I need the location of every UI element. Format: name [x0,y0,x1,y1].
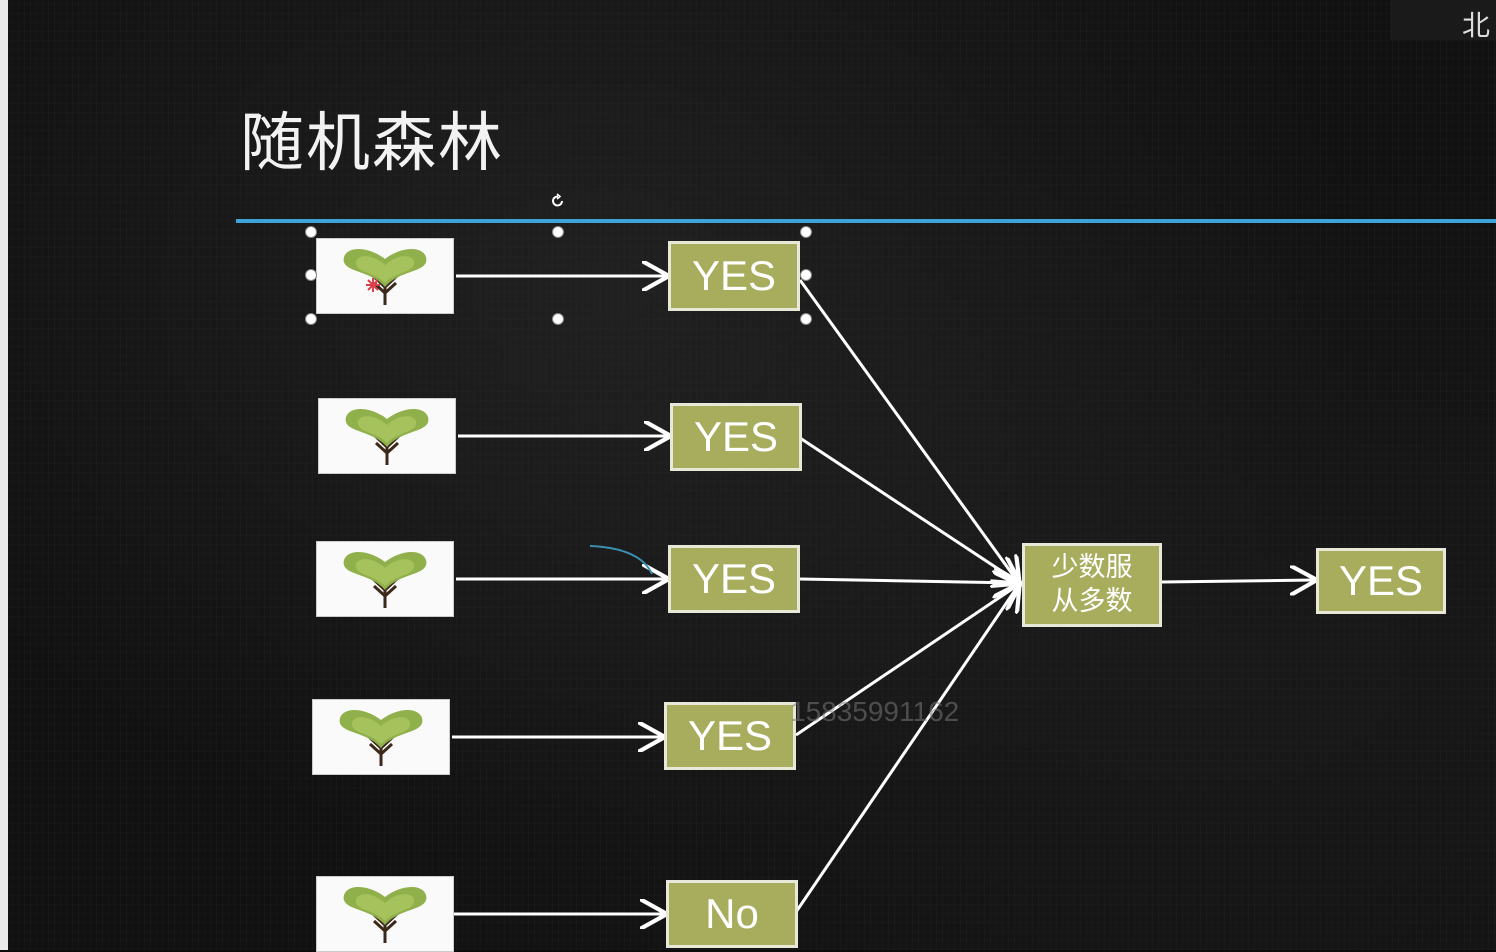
arrow-result-2 [799,436,1018,582]
rotate-handle-icon[interactable] [549,192,567,210]
resize-handle[interactable] [800,269,812,281]
cursor-icon [366,278,380,292]
final-result-box: YES [1316,548,1446,614]
arrow-final [1161,580,1314,582]
arrow-result-4 [795,585,1018,737]
resize-handle[interactable] [552,313,564,325]
arrow-result-1 [798,279,1018,582]
resize-handle[interactable] [305,226,317,238]
tree-icon [343,551,427,608]
result-box-5: No [666,880,798,948]
title-divider [236,219,1496,223]
tree-card-2 [318,398,456,474]
tree-icon [343,886,427,943]
result-box-3: YES [668,545,800,613]
resize-handle[interactable] [305,313,317,325]
result-box-4: YES [664,702,796,770]
resize-handle[interactable] [800,226,812,238]
vote-line-1: 少数服 [1051,552,1133,583]
tree-card-5 [316,876,454,952]
tree-card-3 [316,541,454,617]
majority-vote-box: 少数服 从多数 [1022,543,1162,627]
tree-card-4 [312,699,450,775]
result-box-2: YES [670,403,802,471]
pen-stroke [589,545,653,575]
corner-panel [1390,0,1496,40]
watermark-text: 15835991162 [790,696,960,727]
tree-icon [343,248,427,305]
slide-title: 随机森林 [240,107,504,181]
tree-icon [339,709,423,766]
resize-handle[interactable] [552,226,564,238]
arrow-result-5 [794,586,1018,913]
vote-line-2: 从多数 [1051,586,1133,617]
window-edge [0,0,8,950]
resize-handle[interactable] [800,313,812,325]
result-box-1: YES [668,241,800,311]
corner-label: 北 [1461,9,1490,42]
resize-handle[interactable] [305,269,317,281]
tree-icon [345,408,429,465]
arrow-result-3 [799,579,1018,583]
tree-card-1 [316,238,454,314]
